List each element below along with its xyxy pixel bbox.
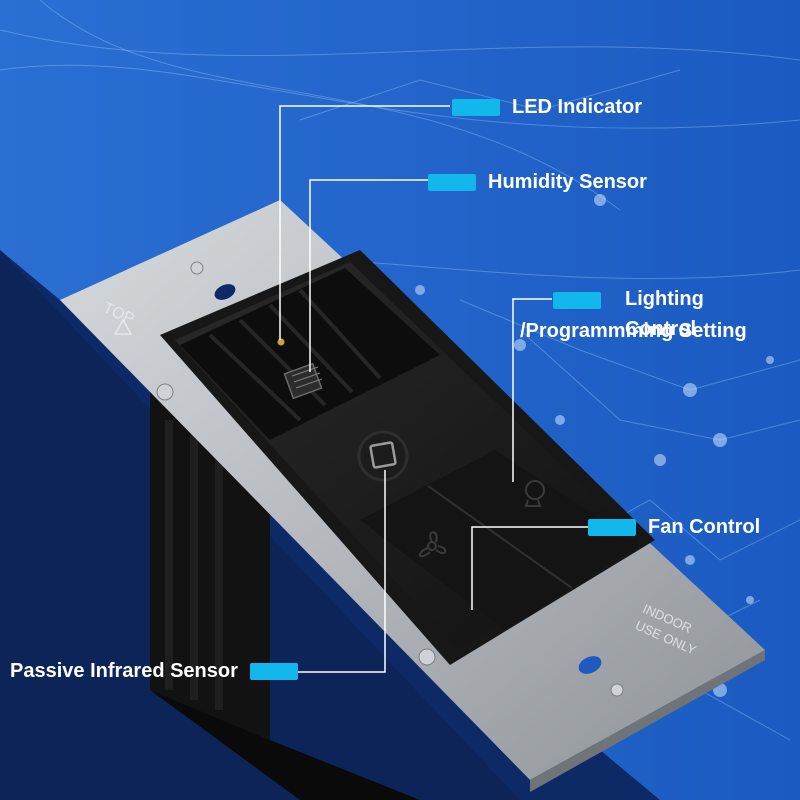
pir-sensor — [357, 430, 409, 482]
plate-top-arrow — [113, 318, 133, 335]
light-bulb-icon — [524, 480, 545, 507]
callout-fan-control: Fan Control — [588, 512, 760, 542]
plate-screw-top-left — [190, 261, 204, 275]
lighting-control-label-line1: Lighting Control — [625, 288, 704, 340]
humidity-sensor — [283, 362, 323, 400]
callout-tag — [553, 292, 601, 309]
back-box-fins — [165, 400, 223, 710]
leader-lines — [256, 105, 588, 673]
back-box-bottom — [150, 690, 420, 800]
callout-tag — [452, 98, 500, 116]
callout-tag — [588, 518, 636, 536]
lighting-control-label: Lighting Control — [625, 284, 704, 344]
led-indicator — [277, 338, 285, 346]
callout-lighting-control: Lighting Control — [553, 284, 704, 340]
plate-screw-left — [156, 383, 174, 401]
programming-setting-label: /Programmming Setting — [520, 320, 747, 342]
plate-screw-bottom — [418, 648, 436, 666]
led-indicator-label: LED Indicator — [512, 96, 643, 118]
fan-control-label: Fan Control — [648, 516, 761, 538]
button-divider — [427, 485, 573, 589]
pir-sensor-icon — [369, 441, 397, 469]
plate-hole-bottom — [578, 656, 602, 674]
callout-tag — [428, 173, 476, 191]
fan-icon — [419, 531, 447, 558]
callout-led-indicator: LED Indicator — [452, 92, 642, 122]
callout-tag — [249, 662, 298, 680]
callout-passive-infrared-sensor: Passive Infrared Sensor — [10, 656, 298, 686]
button-area — [360, 450, 640, 630]
callout-humidity-sensor: Humidity Sensor — [428, 167, 647, 197]
humidity-sensor-grid — [291, 366, 323, 389]
wall-plate-edge — [530, 650, 765, 792]
humidity-sensor-label: Humidity Sensor — [488, 171, 647, 193]
plate-screw-bottom-right — [610, 683, 624, 697]
passive-infrared-sensor-label: Passive Infrared Sensor — [10, 660, 238, 682]
plate-hole-top — [214, 284, 236, 300]
